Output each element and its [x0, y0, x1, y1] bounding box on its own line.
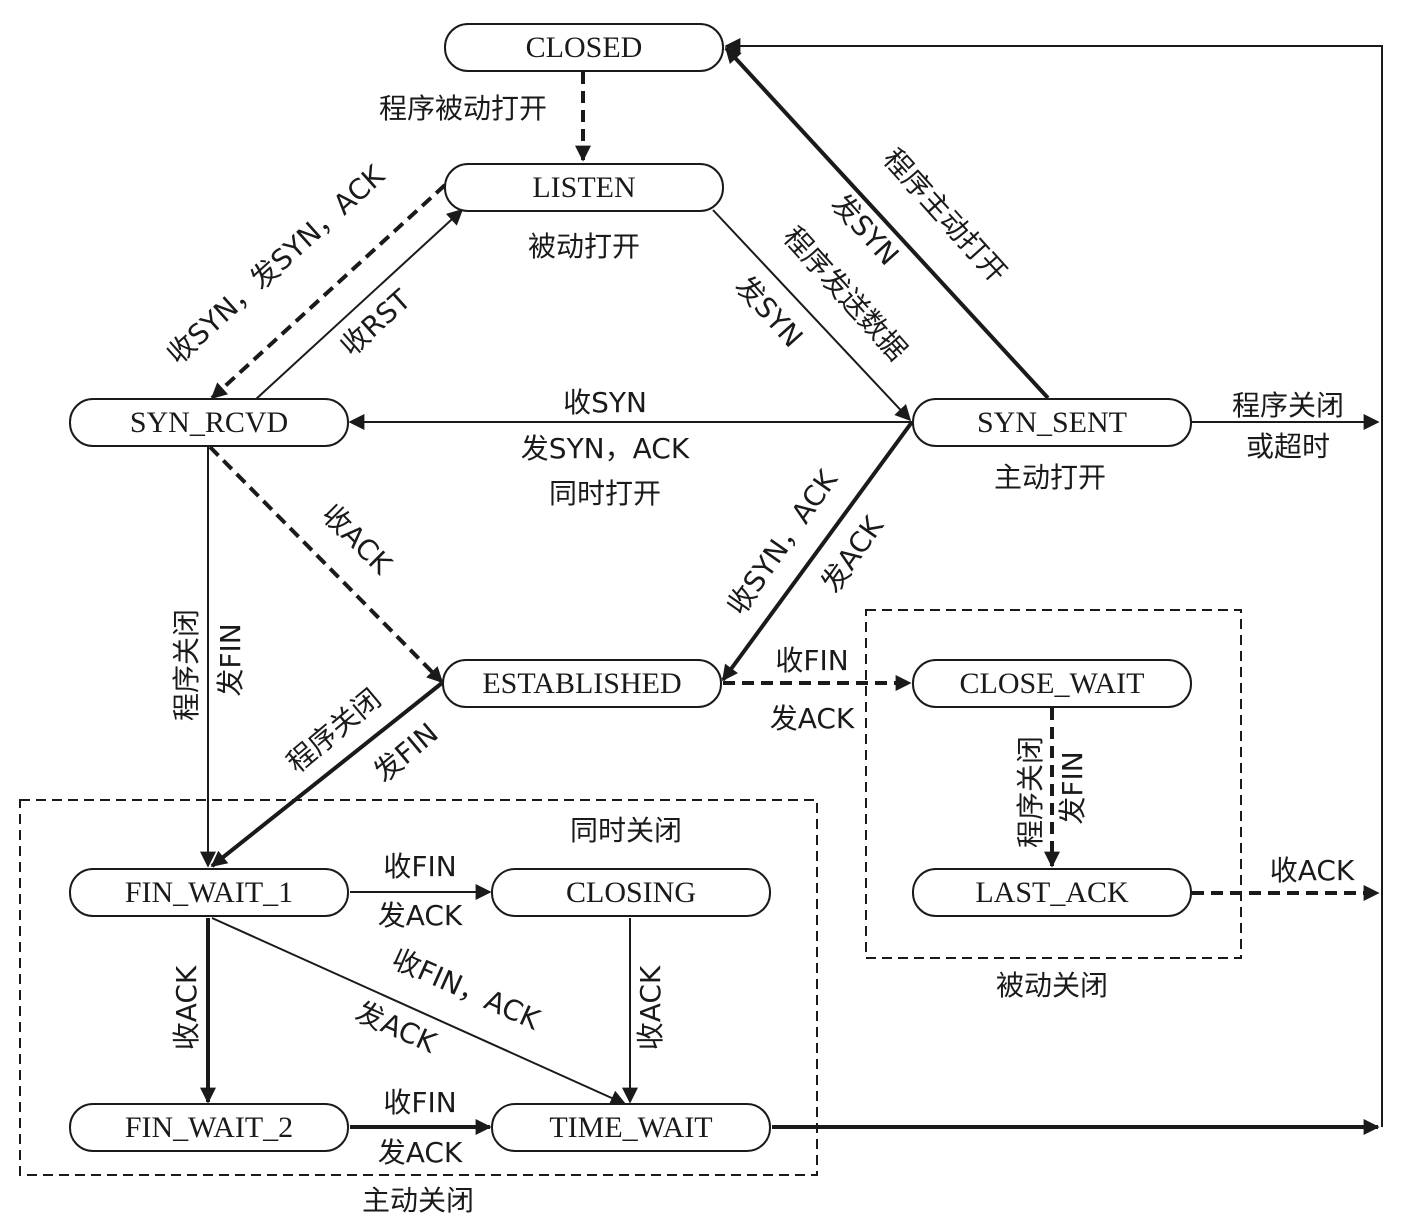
label-est-closewait-2: 发ACK [770, 702, 855, 735]
label-lastack-closed: 收ACK [1270, 854, 1355, 887]
label-fw1-closing-1: 收FIN [383, 850, 456, 883]
state-closed: CLOSED [444, 23, 724, 72]
label-synrcvd-established: 收ACK [315, 498, 399, 582]
state-listen: LISTEN [444, 163, 724, 212]
region-passive-close [865, 609, 1242, 959]
region-simultaneous-close-label: 同时关闭 [570, 814, 682, 847]
state-closing-label: CLOSING [566, 876, 696, 909]
label-fw1-timewait-2: 发ACK [351, 995, 442, 1060]
note-listen-passive-open: 被动打开 [528, 230, 640, 263]
arrow-listen-to-synrcvd [210, 183, 447, 400]
label-closing-timewait: 收ACK [634, 965, 667, 1050]
label-synrcvd-fw1-1: 程序关闭 [170, 609, 203, 721]
arrow-listen-to-synsent [712, 209, 912, 422]
label-closewait-lastack-2: 发FIN [1056, 751, 1089, 824]
state-closed-label: CLOSED [526, 31, 643, 64]
label-simul-open-2: 发SYN，ACK [521, 432, 690, 465]
region-active-close-label: 主动关闭 [362, 1184, 474, 1217]
state-syn-sent-label: SYN_SENT [977, 406, 1127, 439]
state-established: ESTABLISHED [442, 659, 722, 708]
label-closewait-lastack-1: 程序关闭 [1014, 736, 1047, 848]
label-simul-open-1: 收SYN [563, 386, 647, 419]
arrow-synsent-to-closed [724, 46, 1050, 400]
arrow-established-to-finwait1 [210, 681, 444, 868]
state-last-ack: LAST_ACK [912, 868, 1192, 917]
state-close-wait-label: CLOSE_WAIT [960, 667, 1145, 700]
state-listen-label: LISTEN [532, 171, 635, 204]
state-fin-wait-1: FIN_WAIT_1 [69, 868, 349, 917]
region-simultaneous-close [19, 799, 818, 1176]
label-synsent-closed-1: 程序关闭 [1232, 389, 1344, 422]
label-fw1-fw2: 收ACK [170, 965, 203, 1050]
label-fw2-timewait-2: 发ACK [378, 1136, 463, 1169]
state-fin-wait-1-label: FIN_WAIT_1 [125, 876, 293, 909]
state-syn-rcvd-label: SYN_RCVD [130, 406, 288, 439]
state-time-wait-label: TIME_WAIT [549, 1111, 712, 1144]
arrow-synsent-to-established [721, 420, 914, 682]
label-est-fw1-2: 发FIN [367, 717, 444, 789]
region-passive-close-label: 被动关闭 [996, 969, 1108, 1002]
label-closed-synsent-1: 程序主动打开 [877, 142, 1014, 289]
arrow-synrcvd-to-listen [254, 208, 464, 401]
label-synsent-est-2: 发ACK [814, 510, 890, 599]
label-est-closewait-1: 收FIN [775, 644, 848, 677]
state-established-label: ESTABLISHED [482, 667, 681, 700]
label-simul-open-3: 同时打开 [549, 477, 661, 510]
label-listen-synsent-2: 发SYN [729, 269, 810, 353]
label-synsent-closed-2: 或超时 [1246, 430, 1330, 463]
state-last-ack-label: LAST_ACK [975, 876, 1129, 909]
state-closing: CLOSING [491, 868, 771, 917]
label-synrcvd-listen: 收RST [334, 283, 418, 363]
label-synrcvd-fw1-2: 发FIN [214, 623, 247, 696]
state-fin-wait-2: FIN_WAIT_2 [69, 1103, 349, 1152]
note-syn-sent-active-open: 主动打开 [994, 461, 1106, 494]
state-syn-rcvd: SYN_RCVD [69, 398, 349, 447]
label-fw2-timewait-1: 收FIN [383, 1086, 456, 1119]
arrow-finwait1-to-timewait [211, 917, 627, 1106]
state-close-wait: CLOSE_WAIT [912, 659, 1192, 708]
arrow-synrcvd-to-established [208, 445, 444, 684]
state-fin-wait-2-label: FIN_WAIT_2 [125, 1111, 293, 1144]
state-syn-sent: SYN_SENT [912, 398, 1192, 447]
return-line-to-closed [724, 38, 1383, 1127]
label-closed-listen: 程序被动打开 [379, 92, 547, 125]
state-time-wait: TIME_WAIT [491, 1103, 771, 1152]
label-fw1-closing-2: 发ACK [378, 899, 463, 932]
